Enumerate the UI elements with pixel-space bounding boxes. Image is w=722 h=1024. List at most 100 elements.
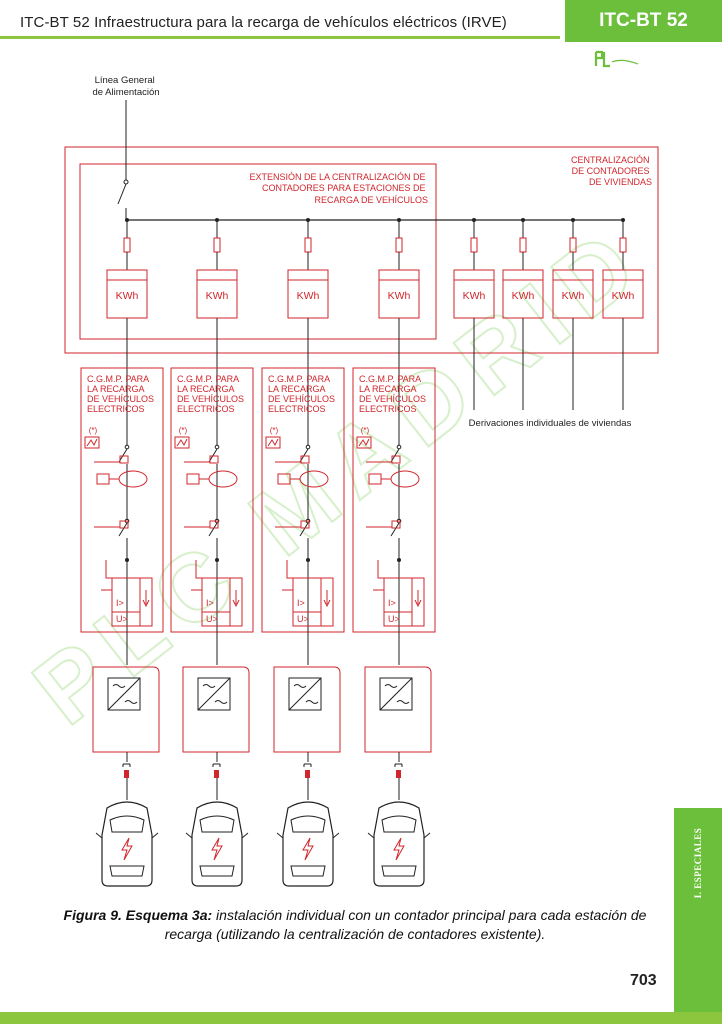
inverter-icon [288,677,322,711]
meter-8: KWh [602,218,644,319]
caption-text: instalación individual con un contador p… [164,907,647,942]
overcurrent-label: I> [388,598,396,608]
protection-unit [111,577,153,627]
bolt-icon [211,837,223,861]
plug-icon [396,770,401,778]
extension-box [79,163,437,340]
asterisk-note: (*) [270,426,279,435]
contact-icon [209,455,219,464]
meter-label: KWh [463,290,486,302]
undervoltage-label: U> [297,614,309,624]
surge-protector-icon [265,436,281,449]
meter-4: KWh [378,218,420,319]
surge-protector-icon [84,436,100,449]
watermark: PLC MADRID [14,204,665,746]
electric-car-icon [185,801,249,887]
charger-box [92,666,160,753]
electric-car-icon [276,801,340,887]
surge-protector-icon [356,436,372,449]
relay-icon [96,473,110,485]
protection-unit [292,577,334,627]
bolt-icon [121,837,133,861]
electric-car-icon [95,801,159,887]
charger-box [364,666,432,753]
wiring-diagram: PLC MADRID Línea General de Alimentación… [13,75,667,887]
footer-rule [0,1012,722,1024]
undervoltage-label: U> [116,614,128,624]
fuse-icon [470,237,478,253]
cgmp-box [261,367,345,633]
contact-icon [119,520,129,529]
caption-title: Figura 9. Esquema 3a: [63,907,213,923]
plug-icon [214,770,219,778]
arrow-icon [142,590,150,608]
charger-box [273,666,341,753]
contact-icon [391,455,401,464]
overcurrent-label: I> [206,598,214,608]
arrow-icon [232,590,240,608]
meter-1: KWh [106,218,148,319]
meter-label: KWh [512,290,535,302]
page-number: 703 [630,972,657,989]
contact-icon [209,520,219,529]
relay-icon [186,473,200,485]
publisher-logo-icon [594,50,639,68]
plug-icon [305,770,310,778]
protection-unit [383,577,425,627]
header-title: ITC-BT 52 Infraestructura para la recarg… [20,14,507,31]
section-tab-label: I. ESPECIALES [693,827,703,899]
contact-icon [119,455,129,464]
asterisk-note: (*) [89,426,98,435]
surge-protector-icon [174,436,190,449]
contact-icon [300,520,310,529]
overcurrent-label: I> [297,598,305,608]
meter-label: KWh [206,290,229,302]
meter-2: KWh [196,218,238,319]
undervoltage-label: U> [388,614,400,624]
meter-3: KWh [287,218,329,319]
fuse-icon [123,237,131,253]
bolt-icon [302,837,314,861]
contact-icon [391,520,401,529]
header-tab: ITC-BT 52 [565,0,722,42]
cgmp-box [170,367,254,633]
meter-label: KWh [116,290,139,302]
overcurrent-label: I> [116,598,124,608]
asterisk-note: (*) [179,426,188,435]
differential-icon [118,470,148,488]
protection-unit [201,577,243,627]
inverter-icon [197,677,231,711]
meter-label: KWh [388,290,411,302]
derivations-label: Derivaciones individuales de viviendas [469,418,632,429]
meter-label: KWh [297,290,320,302]
side-strip [674,918,722,1013]
charger-box [182,666,250,753]
figure-caption: Figura 9. Esquema 3a: instalación indivi… [40,906,670,944]
centralization-box [64,146,659,354]
contact-icon [300,455,310,464]
section-tab: I. ESPECIALES [674,808,722,918]
fuse-icon [213,237,221,253]
inverter-icon [107,677,141,711]
arrow-icon [323,590,331,608]
cgmp-box [80,367,164,633]
meter-7: KWh [552,218,594,319]
extension-label: EXTENSIÓN DE LA CENTRALIZACIÓN DE CONTAD… [249,172,428,205]
cgmp-box [352,367,436,633]
meter-label: KWh [562,290,585,302]
plug-icon [124,770,129,778]
fuse-icon [395,237,403,253]
meter-label: KWh [612,290,635,302]
fuse-icon [304,237,312,253]
bolt-icon [393,837,405,861]
electric-car-icon [367,801,431,887]
arrow-icon [414,590,422,608]
